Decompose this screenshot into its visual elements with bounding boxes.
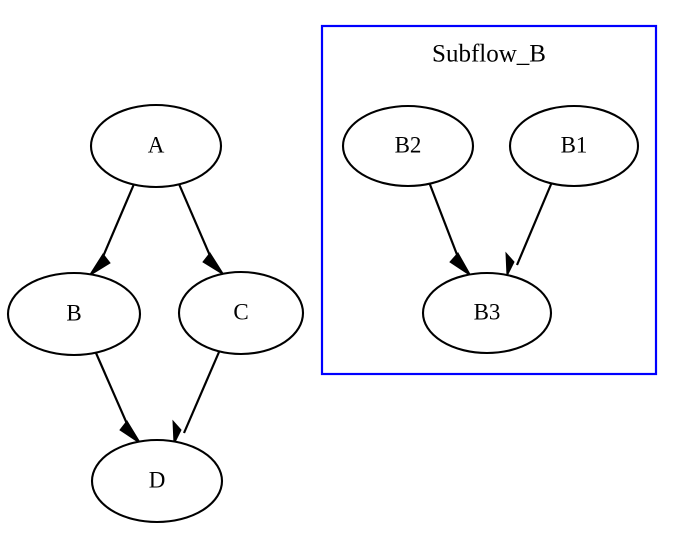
node-c-label: C bbox=[233, 299, 248, 324]
node-b2-ellipse[interactable] bbox=[341, 104, 475, 188]
node-d-label: D bbox=[149, 467, 166, 492]
node-a-label: A bbox=[148, 132, 165, 157]
node-b[interactable]: B bbox=[6, 271, 142, 357]
node-c-ellipse[interactable] bbox=[177, 270, 305, 356]
node-b3[interactable]: B3 bbox=[421, 271, 553, 355]
node-d-ellipse[interactable] bbox=[90, 438, 224, 524]
edge-a-to-b[interactable] bbox=[88, 183, 136, 277]
edge-line-b1-to-b3 bbox=[515, 181, 554, 266]
node-d[interactable]: D bbox=[90, 438, 224, 524]
edge-line-a-to-b bbox=[97, 183, 136, 267]
node-a-ellipse[interactable] bbox=[89, 103, 223, 189]
cluster-border-subflow-b[interactable] bbox=[320, 24, 658, 376]
edge-c-to-d[interactable] bbox=[172, 351, 221, 446]
arrowhead-a-to-b bbox=[88, 253, 111, 277]
node-b1-ellipse[interactable] bbox=[508, 104, 640, 188]
arrowhead-c-to-d bbox=[172, 419, 182, 446]
node-c[interactable]: C bbox=[177, 270, 305, 356]
edge-b2-to-b3[interactable] bbox=[427, 181, 472, 277]
edge-line-c-to-d bbox=[182, 351, 221, 434]
edge-line-a-to-c bbox=[177, 183, 216, 266]
arrowhead-b1-to-b3 bbox=[505, 251, 515, 278]
arrowhead-a-to-c bbox=[202, 252, 225, 276]
node-a[interactable]: A bbox=[89, 103, 223, 189]
node-group: A B C D B2 B1 B3 bbox=[6, 103, 640, 524]
node-b-ellipse[interactable] bbox=[6, 271, 142, 357]
cluster-subflow-b[interactable]: Subflow_B bbox=[320, 24, 658, 376]
edge-group bbox=[88, 181, 554, 446]
node-b2-label: B2 bbox=[395, 132, 422, 157]
edge-line-b2-to-b3 bbox=[427, 181, 463, 266]
arrowhead-b2-to-b3 bbox=[449, 252, 472, 277]
edge-b-to-d[interactable] bbox=[94, 352, 142, 445]
node-b1-label: B1 bbox=[561, 132, 588, 157]
edge-line-b-to-d bbox=[94, 352, 133, 434]
arrowhead-b-to-d bbox=[119, 420, 142, 445]
node-b3-label: B3 bbox=[474, 299, 501, 324]
node-b2[interactable]: B2 bbox=[341, 104, 475, 188]
node-b-label: B bbox=[66, 300, 81, 325]
edge-a-to-c[interactable] bbox=[177, 183, 225, 276]
cluster-label-subflow-b: Subflow_B bbox=[432, 41, 546, 68]
node-b3-ellipse[interactable] bbox=[421, 271, 553, 355]
node-b1[interactable]: B1 bbox=[508, 104, 640, 188]
edge-b1-to-b3[interactable] bbox=[505, 181, 554, 278]
